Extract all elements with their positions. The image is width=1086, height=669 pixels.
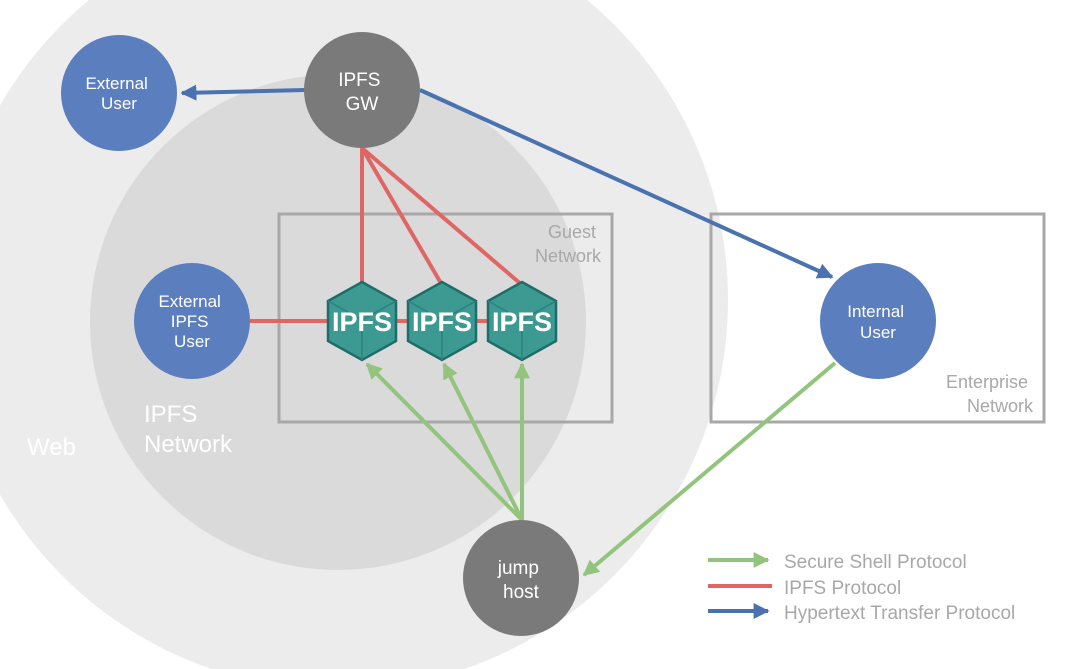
- svg-text:Internal User: Internal User: [847, 302, 908, 342]
- ipfs-node-2[interactable]: IPFS: [406, 280, 478, 362]
- jump-host-node[interactable]: jump host: [463, 520, 579, 636]
- web-zone-label: Web: [27, 434, 76, 461]
- legend-item-ssh: Secure Shell Protocol: [708, 552, 967, 573]
- ipfs-node-1[interactable]: IPFS: [326, 280, 398, 362]
- ipfs-network-zone-label: IPFS Network: [144, 401, 233, 458]
- legend: Secure Shell Protocol IPFS Protocol Hype…: [708, 552, 1015, 624]
- internal-user-node[interactable]: Internal User: [820, 263, 936, 379]
- http-links: [180, 84, 834, 279]
- external-user-node[interactable]: External User: [61, 35, 177, 151]
- svg-text:IPFS: IPFS: [492, 307, 552, 337]
- svg-text:jump host: jump host: [497, 558, 544, 603]
- gw-to-external-user-arrow: [180, 84, 306, 101]
- svg-text:Secure Shell Protocol: Secure Shell Protocol: [784, 552, 967, 573]
- enterprise-network-label: Enterprise Network: [946, 372, 1034, 416]
- svg-text:External IPFS User: External IPFS User: [158, 292, 225, 351]
- legend-item-http: Hypertext Transfer Protocol: [708, 603, 1015, 624]
- ipfs-node-3[interactable]: IPFS: [486, 280, 558, 362]
- svg-text:IPFS Protocol: IPFS Protocol: [784, 578, 901, 599]
- internal-user-to-jump-arrow: [582, 361, 837, 577]
- svg-text:Hypertext Transfer Protocol: Hypertext Transfer Protocol: [784, 603, 1015, 624]
- guest-network-box: [277, 212, 614, 424]
- svg-text:IPFS GW: IPFS GW: [338, 70, 386, 115]
- guest-network-label: Guest Network: [535, 222, 602, 266]
- gw-to-internal-user-arrow: [419, 88, 834, 279]
- svg-text:External User: External User: [85, 74, 152, 113]
- ipfs-gw-node[interactable]: IPFS GW: [304, 32, 420, 148]
- svg-text:IPFS: IPFS: [332, 307, 392, 337]
- ssh-links: [365, 361, 837, 577]
- jump-to-ipfs2-arrow: [442, 362, 524, 521]
- svg-text:IPFS: IPFS: [412, 307, 472, 337]
- enterprise-network-box: [709, 212, 1046, 424]
- legend-item-ipfs: IPFS Protocol: [708, 578, 901, 599]
- gw-to-ipfs2-link: [360, 146, 444, 287]
- jump-to-ipfs1-arrow: [365, 362, 524, 522]
- gw-to-ipfs3-link: [360, 146, 524, 287]
- external-ipfs-user-node[interactable]: External IPFS User: [134, 263, 250, 379]
